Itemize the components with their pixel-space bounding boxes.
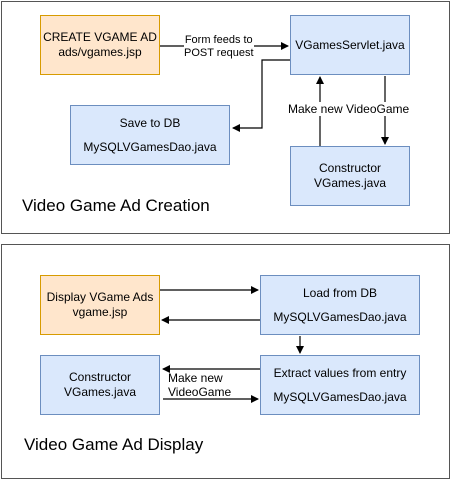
form-feeds-label: Form feeds to POST request <box>184 34 254 60</box>
box-line: Load from DB <box>302 285 378 300</box>
box-line: Display VGame Ads <box>46 290 154 304</box>
vgames-servlet-box: VGamesServlet.java <box>290 15 410 75</box>
box-line: Constructor <box>318 161 382 175</box>
box-line: Constructor <box>68 370 132 384</box>
save-to-db-box: Save to DB MySQLVGamesDao.java <box>70 105 230 165</box>
label-line: VideoGame <box>168 385 232 399</box>
box-line: MySQLVGamesDao.java <box>83 139 217 154</box>
label-line: Form feeds to <box>184 34 253 46</box>
arrow-servlet-to-save <box>232 59 290 132</box>
box-line: MySQLVGamesDao.java <box>273 389 407 404</box>
create-vgame-ad-jsp-box: CREATE VGAME AD ads/vgames.jsp <box>40 15 160 75</box>
label-line: POST request <box>184 47 254 59</box>
make-new-videogame-label: Make new VideoGame <box>288 102 410 116</box>
load-from-db-box: Load from DB MySQLVGamesDao.java <box>260 275 420 335</box>
label-line: Make new <box>168 371 223 385</box>
display-section-title: Video Game Ad Display <box>24 435 204 454</box>
box-line: VGames.java <box>63 385 137 399</box>
box-line: vgame.jsp <box>72 305 128 319</box>
box-line: Extract values from entry <box>273 365 407 380</box>
box-line: CREATE VGAME AD <box>43 30 157 44</box>
creation-section-title: Video Game Ad Creation <box>22 196 210 215</box>
extract-values-box: Extract values from entry MySQLVGamesDao… <box>260 355 420 415</box>
box-line: Save to DB <box>119 115 181 130</box>
box-line: MySQLVGamesDao.java <box>273 309 407 324</box>
box-line: ads/vgames.jsp <box>58 45 142 59</box>
box-line: VGamesServlet.java <box>295 37 405 52</box>
make-new-videogame-label-display: Make new VideoGame <box>168 371 231 399</box>
display-constructor-box: Constructor VGames.java <box>40 355 160 415</box>
box-line: VGames.java <box>313 176 387 190</box>
display-vgame-ads-jsp-box: Display VGame Ads vgame.jsp <box>40 275 160 335</box>
creation-constructor-box: Constructor VGames.java <box>290 146 410 206</box>
